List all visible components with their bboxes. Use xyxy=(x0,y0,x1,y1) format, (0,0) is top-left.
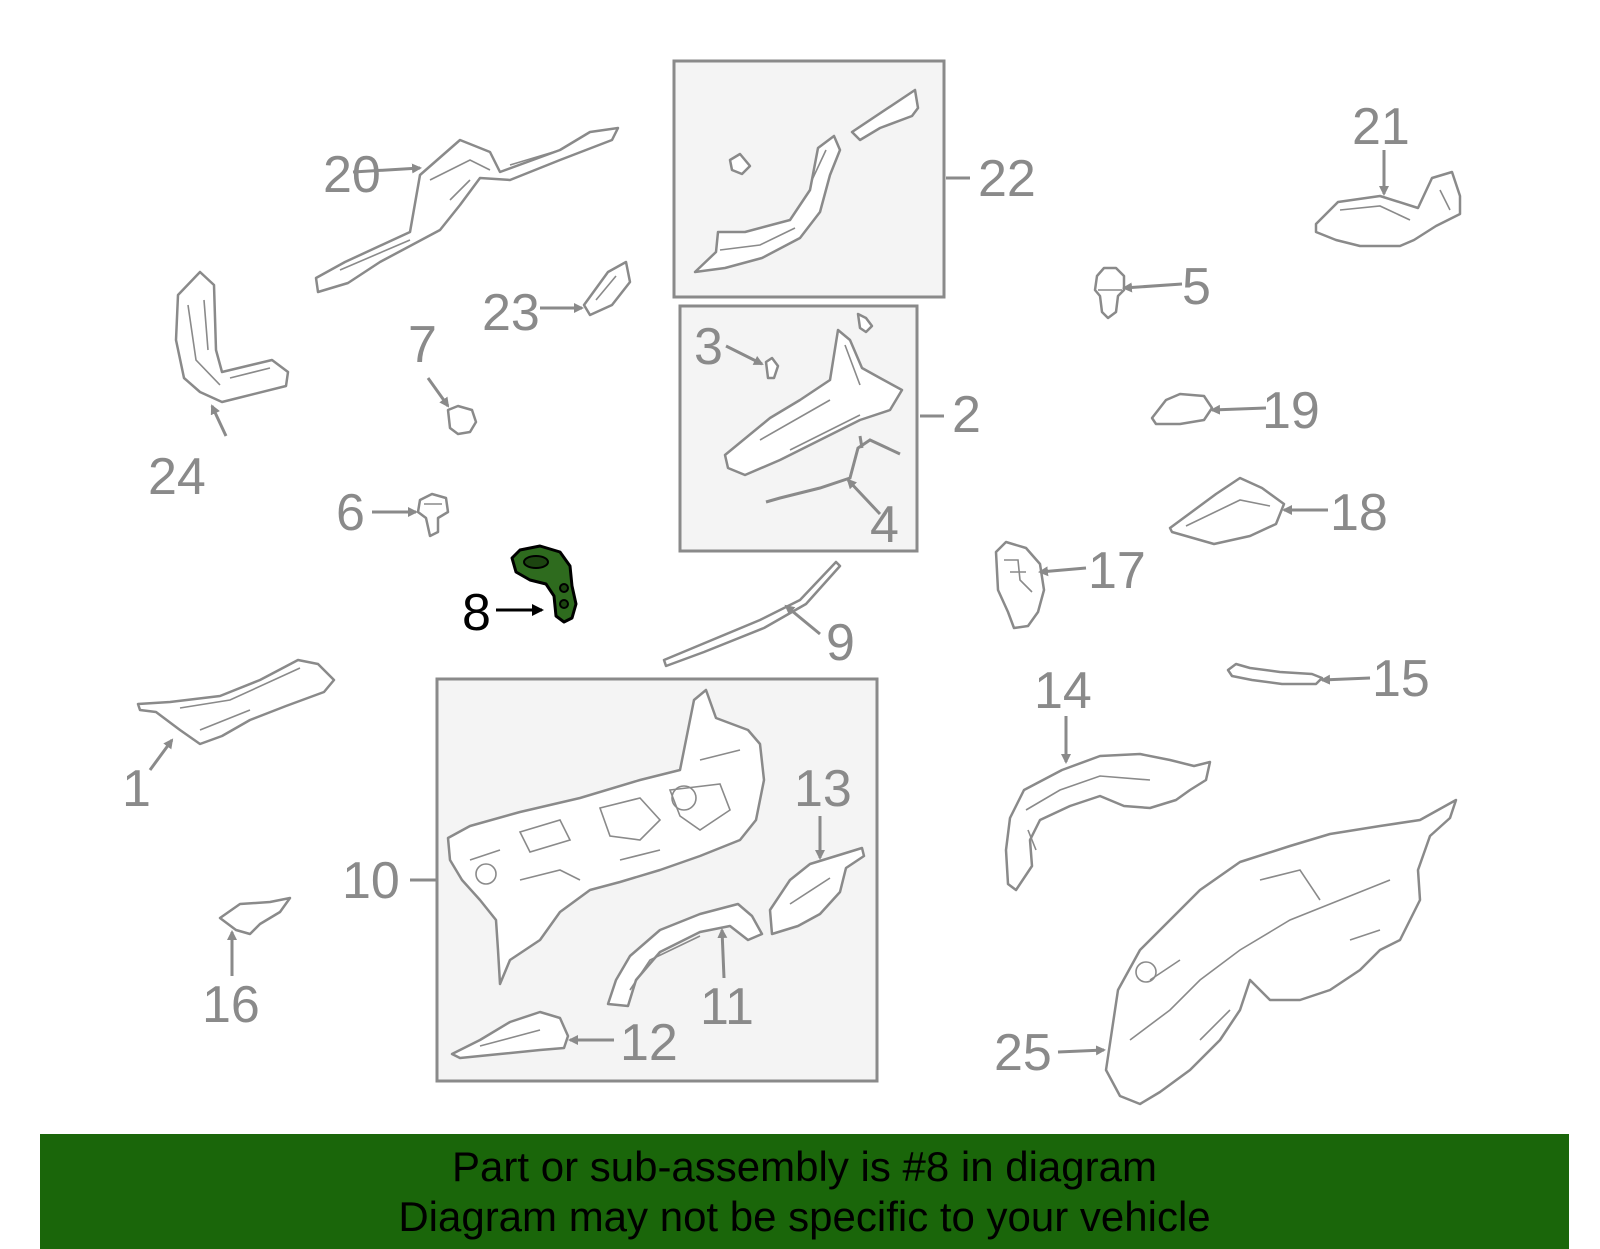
part-20 xyxy=(314,126,620,294)
callout-23: 23 xyxy=(482,284,540,342)
banner-line-2: Diagram may not be specific to your vehi… xyxy=(398,1193,1211,1240)
callout-4: 4 xyxy=(870,496,899,554)
info-banner: Part or sub-assembly is #8 in diagram Di… xyxy=(40,1134,1569,1249)
callout-17: 17 xyxy=(1088,542,1146,600)
part-13 xyxy=(768,846,866,936)
part-21 xyxy=(1314,170,1462,248)
callout-21: 21 xyxy=(1352,98,1410,156)
part-5 xyxy=(1093,266,1126,320)
part-8-highlight xyxy=(510,544,578,624)
part-18 xyxy=(1168,476,1286,546)
callout-24: 24 xyxy=(148,448,206,506)
callout-12: 12 xyxy=(620,1014,678,1072)
part-6 xyxy=(416,492,450,538)
part-11 xyxy=(606,902,764,1008)
callout-11: 11 xyxy=(700,978,754,1036)
callout-2: 2 xyxy=(952,386,981,444)
callout-18: 18 xyxy=(1330,484,1388,542)
part-3 xyxy=(764,356,780,380)
part-17 xyxy=(994,540,1046,630)
part-9 xyxy=(662,560,842,668)
part-2-contents xyxy=(723,312,904,504)
part-14 xyxy=(1004,752,1212,892)
callout-5: 5 xyxy=(1182,258,1211,316)
callout-22: 22 xyxy=(978,150,1036,208)
callout-8: 8 xyxy=(462,584,491,642)
part-19 xyxy=(1150,392,1214,426)
leader-lines xyxy=(148,150,1389,1056)
part-15 xyxy=(1226,662,1324,686)
part-1 xyxy=(136,658,336,746)
part-24 xyxy=(174,270,290,404)
parts-diagram: 20 24 23 7 6 8 3 4 2 22 21 5 19 18 17 9 … xyxy=(122,59,1462,1106)
callout-7: 7 xyxy=(408,316,437,374)
callout-3: 3 xyxy=(694,318,723,376)
part-22-contents xyxy=(693,88,920,274)
callout-9: 9 xyxy=(826,614,855,672)
callout-14: 14 xyxy=(1034,662,1092,720)
callout-25: 25 xyxy=(994,1024,1052,1082)
part-16 xyxy=(218,896,292,936)
banner-line-1: Part or sub-assembly is #8 in diagram xyxy=(452,1143,1157,1190)
callout-6: 6 xyxy=(336,484,365,542)
part-25 xyxy=(1104,798,1458,1106)
part-10 xyxy=(446,688,766,986)
callout-19: 19 xyxy=(1262,382,1320,440)
callout-10: 10 xyxy=(342,852,400,910)
part-23 xyxy=(582,260,632,317)
callout-1: 1 xyxy=(122,760,151,818)
callout-20: 20 xyxy=(323,146,381,204)
callout-15: 15 xyxy=(1372,650,1430,708)
callout-13: 13 xyxy=(794,760,852,818)
callout-16: 16 xyxy=(202,976,260,1034)
part-7 xyxy=(446,404,478,436)
